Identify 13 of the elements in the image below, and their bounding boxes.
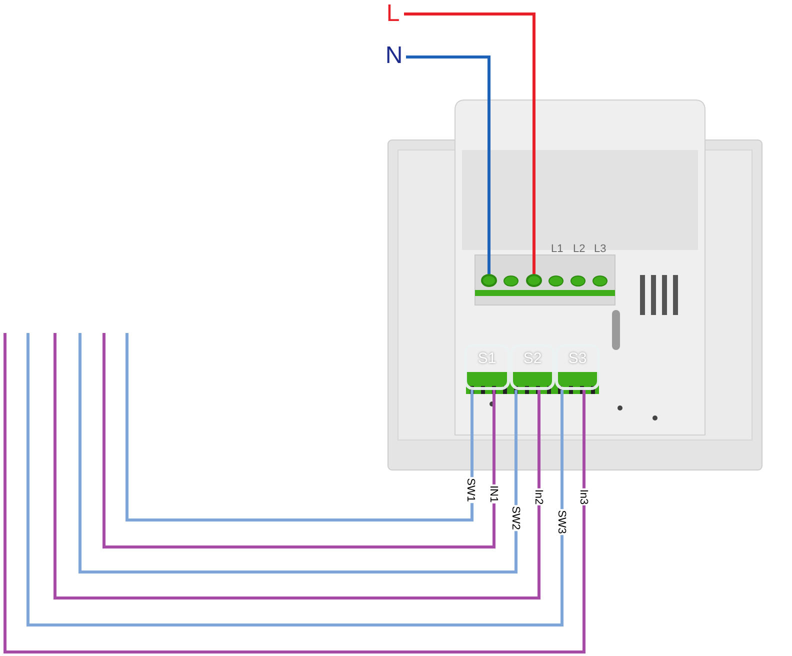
wire — [404, 12, 536, 274]
wire — [54, 333, 540, 600]
wire-label: N — [382, 42, 406, 70]
wire — [26, 333, 564, 626]
wire — [126, 333, 474, 522]
terminal-label: L3 — [594, 243, 606, 255]
wire — [102, 333, 496, 548]
wire — [78, 333, 518, 574]
wire-label: L — [382, 0, 404, 28]
terminal-label: L1 — [551, 243, 564, 255]
wire — [4, 333, 586, 654]
wire — [406, 56, 490, 274]
terminal-label: L2 — [573, 243, 586, 255]
